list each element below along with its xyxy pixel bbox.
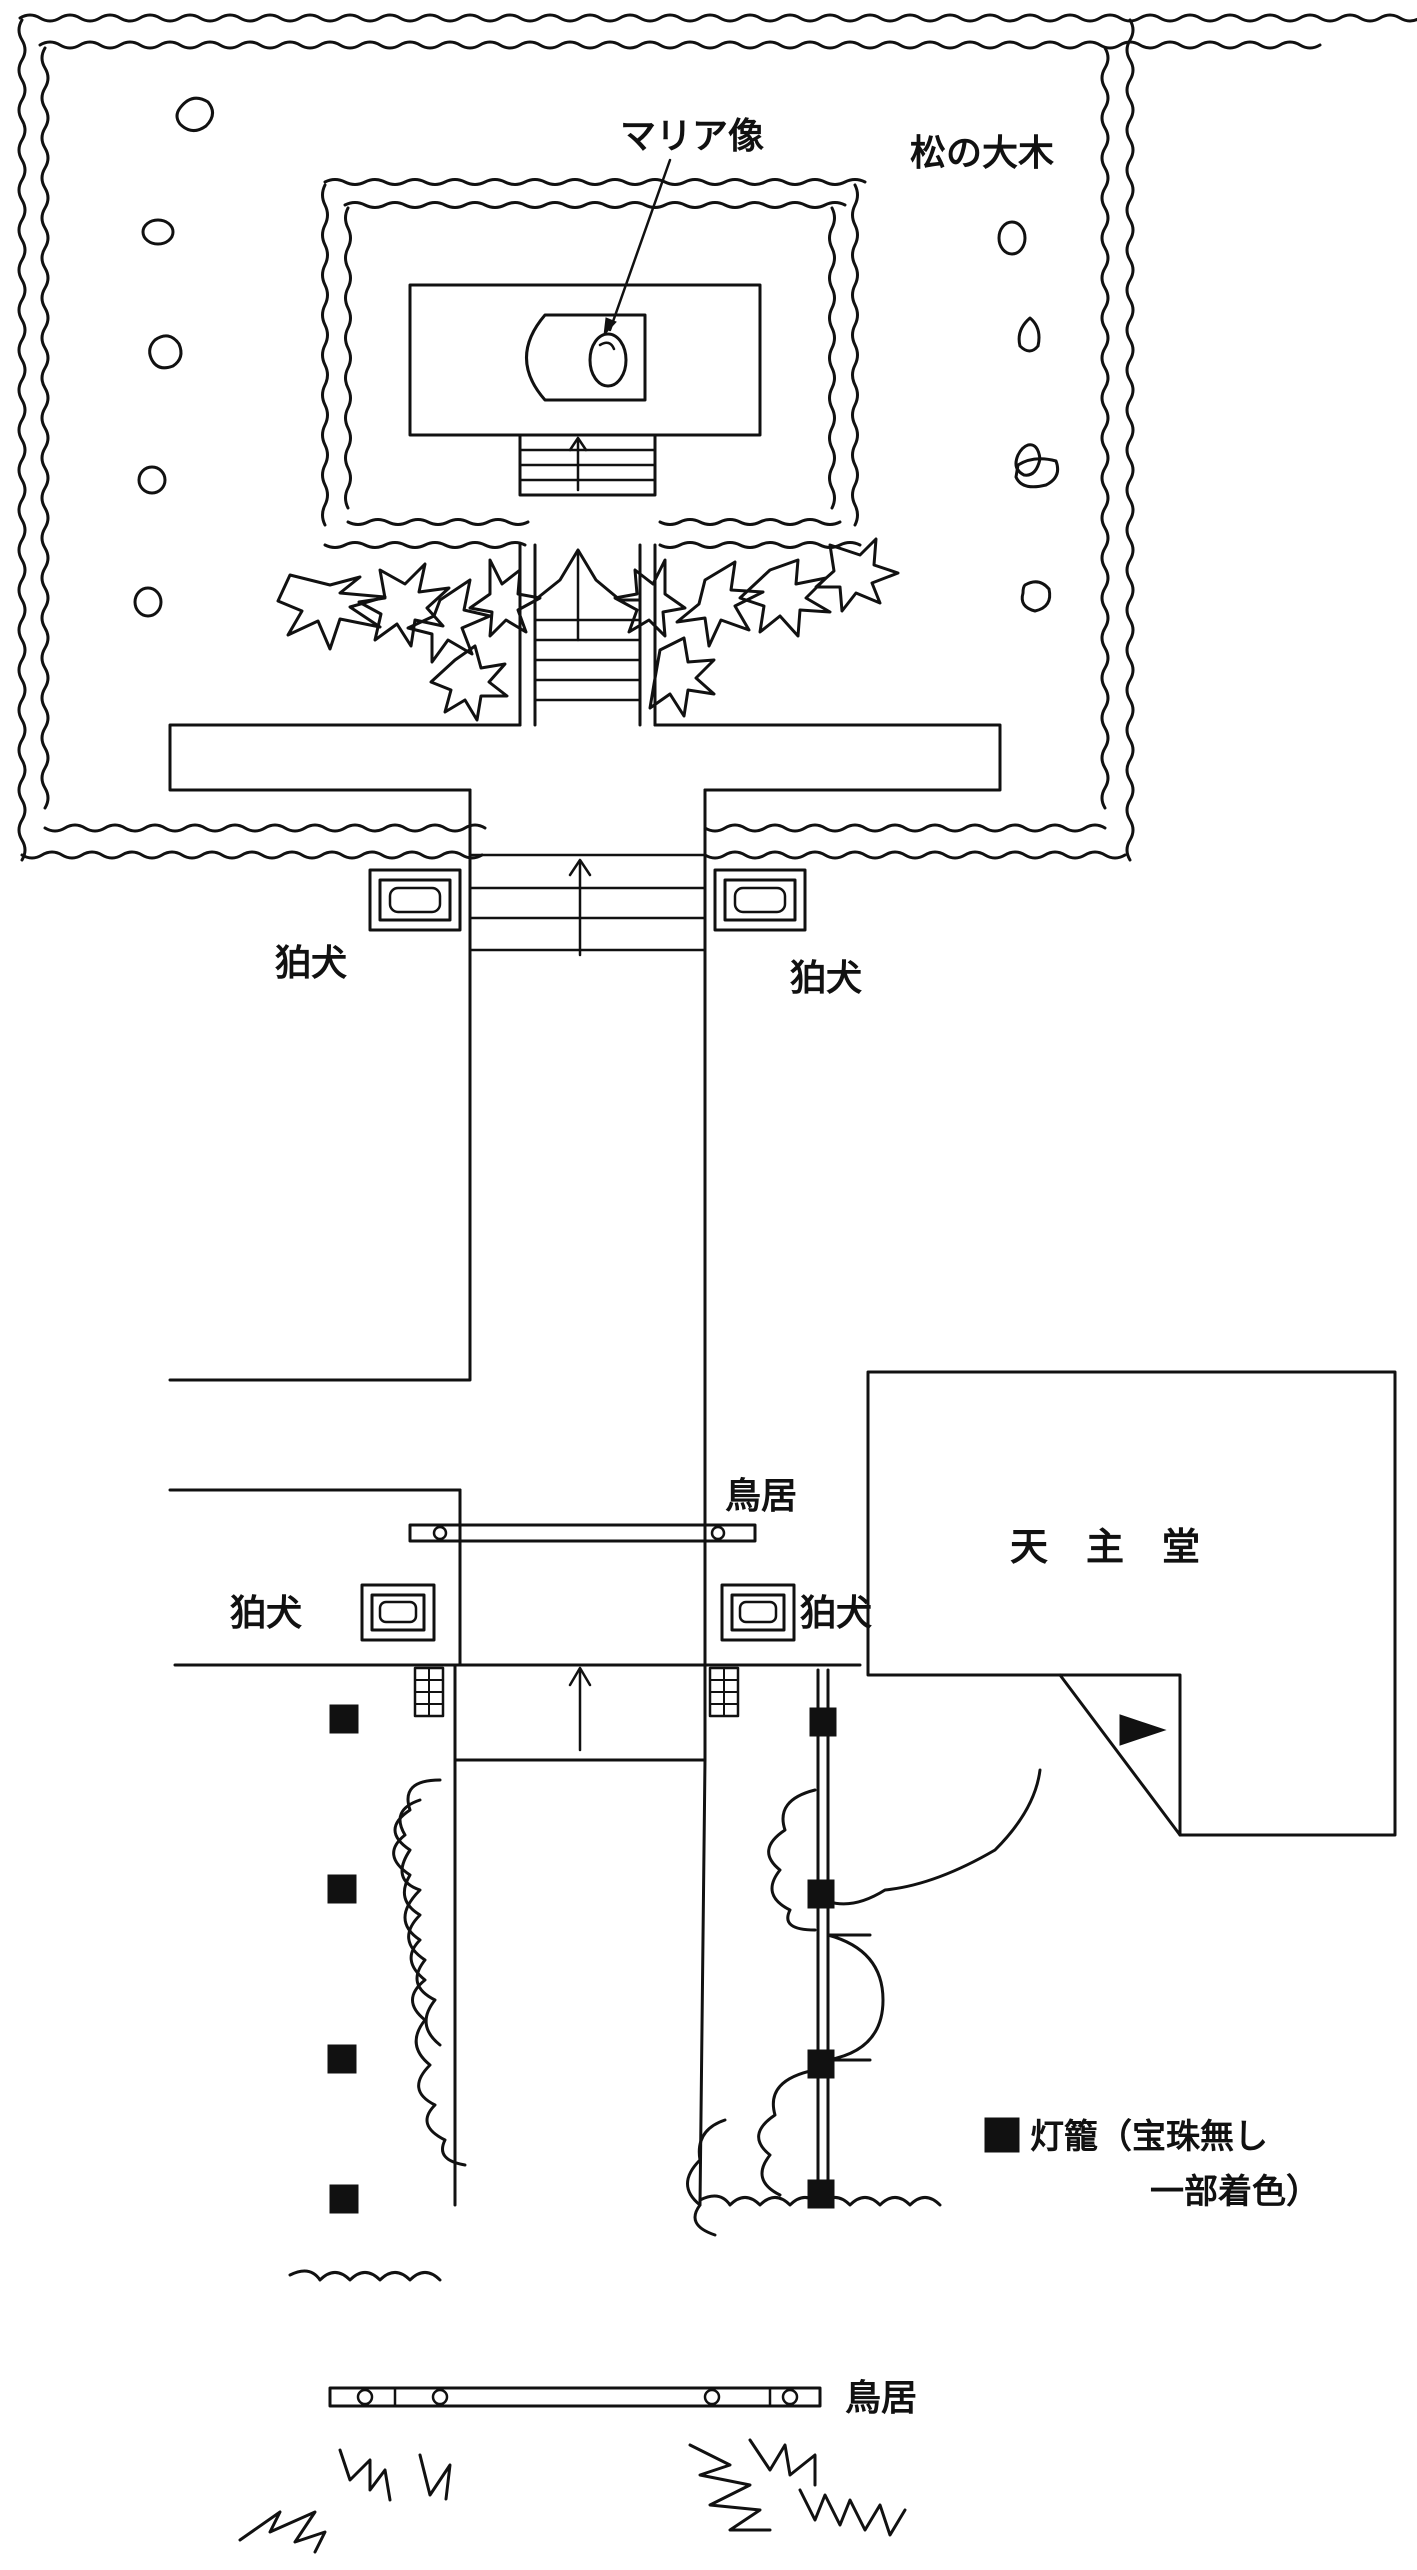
upper-approach-path xyxy=(168,788,707,1422)
label-torii-middle: 鳥居 xyxy=(725,1476,797,1517)
stone-lanterns xyxy=(327,1704,837,2214)
legend: 灯籠（宝珠無し 一部着色） xyxy=(984,2117,1320,2212)
legend-line-1: 灯籠（宝珠無し xyxy=(1030,2117,1268,2157)
label-torii-bottom: 鳥居 xyxy=(845,2378,917,2419)
inner-hedge-enclosure xyxy=(321,178,867,549)
torii-middle xyxy=(408,1523,757,1543)
label-maria-statue: マリア像 xyxy=(620,116,764,157)
statue-platform xyxy=(408,283,762,437)
upper-gate xyxy=(518,543,657,727)
label-komainu-lower-left: 狛犬 xyxy=(230,1593,302,1634)
komainu-lower-left xyxy=(360,1583,436,1642)
pine-trees xyxy=(133,96,1060,618)
bottom-foliage xyxy=(238,2438,907,2554)
komainu-upper-left xyxy=(368,868,462,932)
church-building xyxy=(866,1370,1397,1837)
legend-lantern-swatch xyxy=(984,2117,1020,2153)
upper-steps xyxy=(468,853,707,957)
bushes-right xyxy=(686,1768,1042,2237)
label-komainu-upper-left: 狛犬 xyxy=(275,943,347,984)
bamboo-foliage-upper xyxy=(276,537,900,722)
label-church: 天 主 堂 xyxy=(1010,1525,1200,1569)
bushes-left xyxy=(288,1778,467,2282)
torii-bottom xyxy=(328,2386,822,2408)
label-komainu-upper-right: 狛犬 xyxy=(790,958,862,999)
lower-approach-path xyxy=(453,1668,885,2207)
outer-hedge-enclosure xyxy=(17,13,1417,862)
komainu-upper-right xyxy=(713,868,807,932)
statue-leader-line xyxy=(603,158,672,337)
lower-steps xyxy=(413,1663,740,1762)
komainu-lower-right xyxy=(720,1583,796,1642)
label-large-pine: 松の大木 xyxy=(910,133,1054,174)
label-komainu-lower-right: 狛犬 xyxy=(800,1593,872,1634)
statue-steps xyxy=(518,433,657,497)
legend-line-2: 一部着色） xyxy=(1150,2172,1320,2212)
cross-walkway xyxy=(168,723,1002,792)
